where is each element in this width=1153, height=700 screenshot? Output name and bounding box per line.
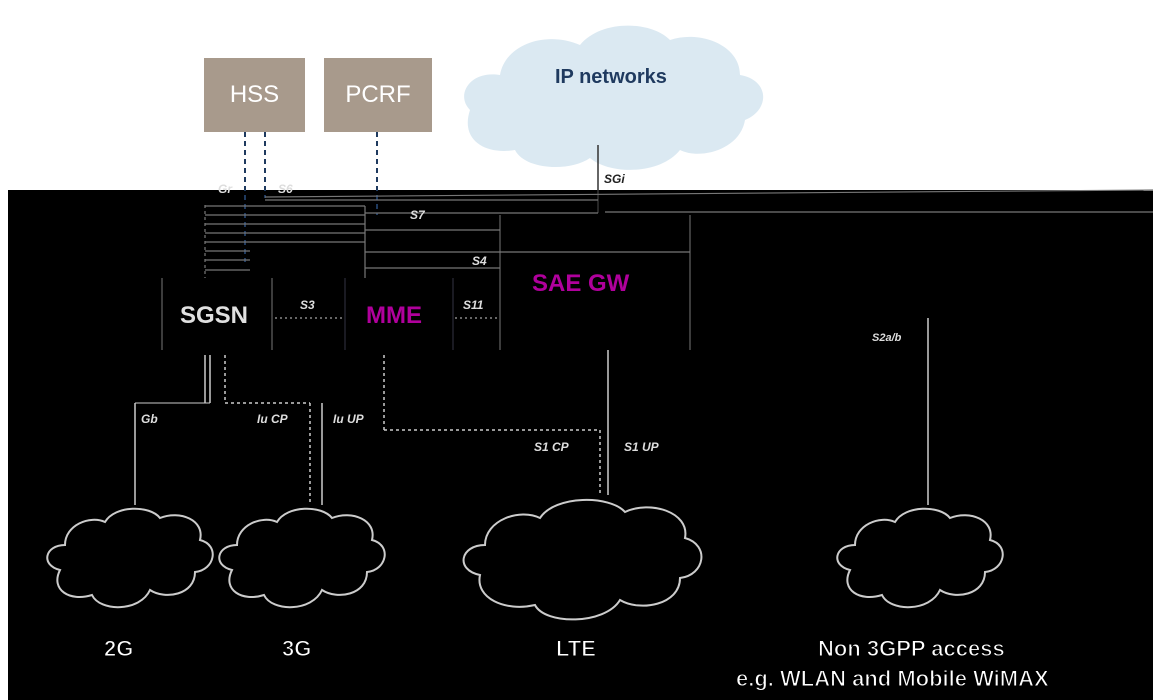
pcrf-box: PCRF — [324, 58, 432, 132]
cloud-non3gpp — [836, 507, 1004, 609]
ip-networks-label: IP networks — [555, 66, 667, 88]
iface-s6: S6 — [278, 182, 293, 196]
mme-label: MME — [366, 302, 422, 329]
cloud-3g — [218, 507, 386, 609]
iface-iu-cp: Iu CP — [257, 412, 288, 426]
hss-label: HSS — [229, 81, 280, 108]
sgsn-label: SGSN — [180, 302, 249, 329]
sae-gw-label: SAE GW — [532, 270, 630, 297]
iface-gr: Gr — [218, 182, 233, 196]
iface-s11: S11 — [463, 298, 484, 312]
access-3g-label: 3G — [281, 636, 312, 662]
access-2g-label: 2G — [103, 636, 134, 662]
hss-box: HSS — [204, 58, 305, 132]
iface-s4: S4 — [472, 254, 487, 268]
iface-gb: Gb — [141, 412, 158, 426]
iface-s1-cp: S1 CP — [534, 440, 569, 454]
iface-sgi: SGi — [604, 172, 625, 186]
access-non3gpp-line1: Non 3GPP access — [818, 636, 1006, 662]
core-bus-lines — [205, 189, 1153, 271]
ip-networks-cloud — [464, 25, 764, 170]
pcrf-label: PCRF — [345, 81, 411, 108]
iface-s1-up: S1 UP — [624, 440, 659, 454]
access-non3gpp-line2: e.g. WLAN and Mobile WiMAX — [736, 666, 1050, 692]
core-network-band — [8, 190, 1153, 700]
iface-iu-up: Iu UP — [333, 412, 364, 426]
cloud-lte — [462, 498, 703, 621]
iface-s7: S7 — [410, 208, 425, 222]
cloud-2g — [46, 507, 214, 609]
iface-s2ab: S2a/b — [872, 332, 902, 344]
iface-s3: S3 — [300, 298, 315, 312]
access-lte-label: LTE — [556, 636, 597, 662]
